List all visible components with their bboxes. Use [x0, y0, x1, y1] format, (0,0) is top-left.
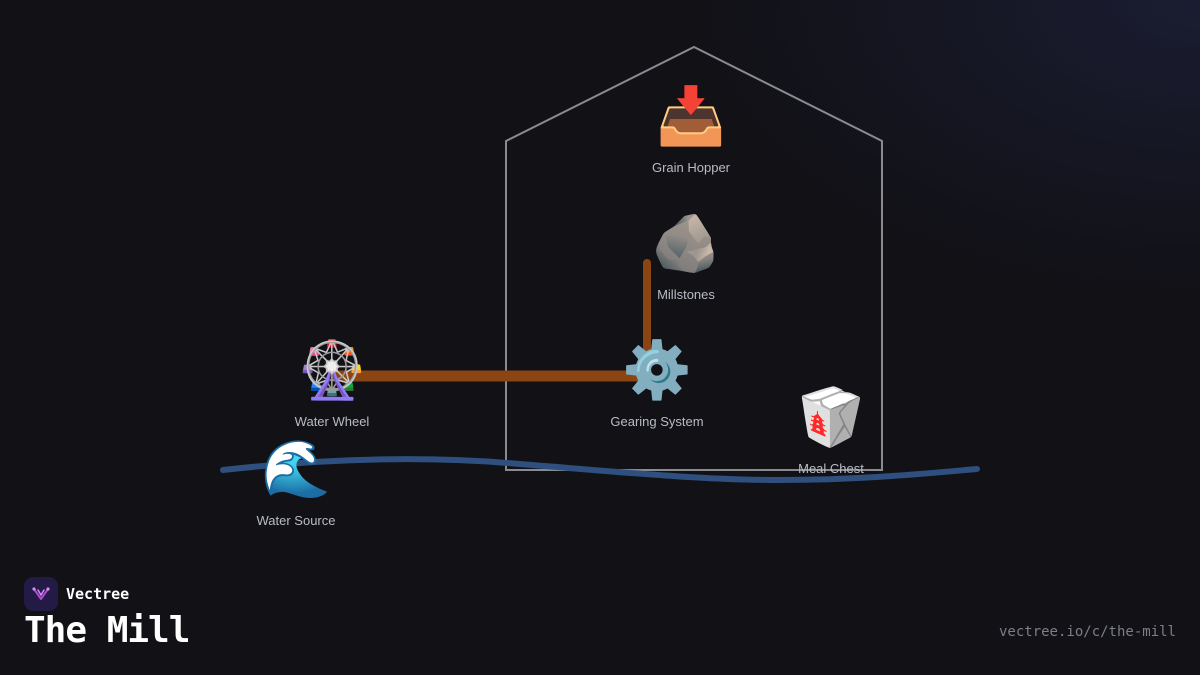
node-label: Water Wheel	[294, 414, 370, 429]
node-label: Gearing System	[610, 414, 704, 429]
node-label: Meal Chest	[798, 461, 864, 476]
vectree-logo-icon	[24, 577, 58, 611]
rock-icon: 🪨	[651, 211, 721, 276]
brand-name: Vectree	[66, 585, 130, 603]
takeout-box-icon: 🥡	[796, 385, 866, 450]
page-url[interactable]: vectree.io/c/the-mill	[998, 624, 1176, 640]
river-line	[220, 456, 980, 484]
node-label: Grain Hopper	[651, 160, 731, 175]
node-millstones[interactable]: 🪨 Millstones	[606, 211, 766, 302]
wave-icon: 🌊	[261, 437, 331, 502]
node-label: Water Source	[256, 513, 336, 528]
gear-icon: ⚙️	[622, 338, 692, 403]
inbox-tray-icon: 📥	[656, 84, 726, 149]
page-title: The Mill	[24, 610, 190, 651]
ferris-wheel-icon: 🎡	[297, 338, 367, 403]
brand[interactable]: Vectree	[24, 577, 129, 611]
node-label: Millstones	[657, 287, 715, 302]
node-gearing-system[interactable]: ⚙️ Gearing System	[577, 338, 737, 429]
node-water-wheel[interactable]: 🎡 Water Wheel	[252, 338, 412, 429]
node-meal-chest[interactable]: 🥡 Meal Chest	[751, 385, 911, 476]
node-grain-hopper[interactable]: 📥 Grain Hopper	[611, 84, 771, 175]
building-outline	[505, 45, 883, 471]
node-water-source[interactable]: 🌊 Water Source	[216, 437, 376, 528]
